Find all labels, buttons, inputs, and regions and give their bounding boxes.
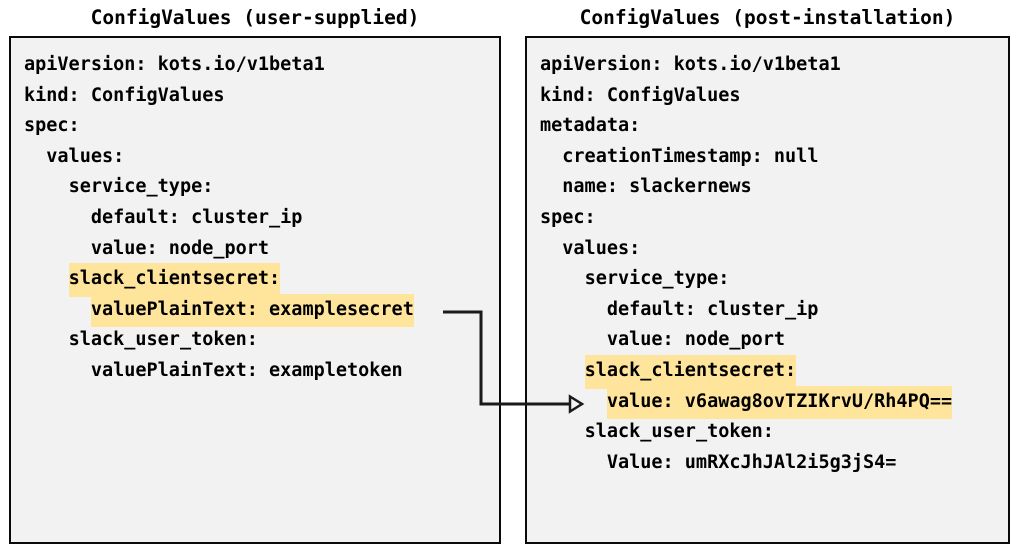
code-text: valuePlainText: exampletoken — [90, 359, 403, 381]
code-text: apiVersion: kots.io/v1beta1 — [24, 54, 325, 75]
code-text: slack_clientsecret: — [68, 263, 281, 297]
code-line: service_type: — [11, 171, 499, 202]
code-text: service_type: — [68, 176, 214, 198]
code-line: value: node_port — [527, 324, 1008, 355]
code-line: metadata: — [527, 110, 1008, 141]
code-line: valuePlainText: examplesecret — [11, 293, 499, 328]
code-indent — [540, 176, 562, 197]
code-indent — [24, 329, 69, 350]
code-indent — [540, 238, 562, 259]
code-text: value: v6awag8ovTZIKrvU/Rh4PQ== — [606, 385, 953, 420]
code-indent — [24, 360, 91, 381]
code-text: default: cluster_ip — [90, 206, 303, 228]
panel-title-post-installation: ConfigValues (post-installation) — [579, 6, 956, 29]
code-line: Value: umRXcJhJAl2i5g3jS4= — [527, 447, 1008, 478]
code-indent — [540, 299, 607, 320]
code-text: spec: — [540, 206, 596, 228]
code-line: slack_clientsecret: — [527, 354, 1008, 389]
code-line: slack_user_token: — [11, 324, 499, 355]
code-indent — [540, 329, 607, 350]
code-indent — [540, 391, 607, 412]
code-indent — [24, 176, 69, 197]
code-text: apiVersion: kots.io/v1beta1 — [540, 54, 841, 75]
code-text: value: node_port — [90, 237, 270, 259]
config-values-post-installation-box: apiVersion: kots.io/v1beta1 kind: ConfigV… — [525, 36, 1010, 544]
code-line: kind: ConfigValues — [11, 80, 499, 111]
code-line: values: — [11, 141, 499, 172]
code-line: default: cluster_ip — [527, 294, 1008, 325]
code-text: name: slackernews — [562, 176, 752, 198]
code-line: apiVersion: kots.io/v1beta1 — [11, 49, 499, 80]
code-indent — [540, 421, 585, 442]
code-body-user-supplied: apiVersion: kots.io/v1beta1 kind: ConfigV… — [11, 38, 499, 386]
code-text: service_type: — [584, 268, 730, 290]
code-text: spec: — [24, 115, 80, 137]
code-line: apiVersion: kots.io/v1beta1 — [527, 49, 1008, 80]
code-line: service_type: — [527, 263, 1008, 294]
code-indent — [24, 238, 91, 259]
code-text: default: cluster_ip — [606, 298, 819, 320]
code-line: creationTimestamp: null — [527, 141, 1008, 172]
code-body-post-installation: apiVersion: kots.io/v1beta1 kind: ConfigV… — [527, 38, 1008, 477]
code-line: slack_user_token: — [527, 416, 1008, 447]
code-line: value: node_port — [11, 233, 499, 264]
code-indent — [24, 299, 91, 320]
code-text: valuePlainText: examplesecret — [90, 293, 414, 328]
code-line: spec: — [527, 202, 1008, 233]
config-values-user-supplied-box: apiVersion: kots.io/v1beta1 kind: ConfigV… — [9, 36, 501, 544]
code-line: values: — [527, 233, 1008, 264]
code-indent — [24, 146, 46, 167]
code-indent — [24, 207, 91, 228]
code-indent — [540, 268, 585, 289]
code-line: name: slackernews — [527, 171, 1008, 202]
code-line: valuePlainText: exampletoken — [11, 355, 499, 386]
code-text: slack_user_token: — [68, 329, 258, 351]
code-text: Value: umRXcJhJAl2i5g3jS4= — [606, 451, 897, 473]
code-line: default: cluster_ip — [11, 202, 499, 233]
code-line: slack_clientsecret: — [11, 263, 499, 297]
code-text: value: node_port — [606, 329, 786, 351]
code-text: kind: ConfigValues — [24, 84, 225, 106]
code-line: spec: — [11, 110, 499, 141]
code-text: values: — [562, 237, 641, 259]
code-indent — [540, 146, 562, 167]
code-indent — [540, 360, 585, 381]
code-indent — [24, 268, 69, 289]
code-line: kind: ConfigValues — [527, 80, 1008, 111]
panel-title-user-supplied: ConfigValues (user-supplied) — [90, 6, 420, 29]
code-text: metadata: — [540, 115, 641, 137]
code-line: value: v6awag8ovTZIKrvU/Rh4PQ== — [527, 385, 1008, 420]
code-text: creationTimestamp: null — [562, 145, 819, 167]
code-text: kind: ConfigValues — [540, 84, 741, 106]
code-text: values: — [46, 145, 125, 167]
code-text: slack_user_token: — [584, 421, 774, 443]
code-indent — [540, 452, 607, 473]
code-text: slack_clientsecret: — [584, 354, 797, 389]
